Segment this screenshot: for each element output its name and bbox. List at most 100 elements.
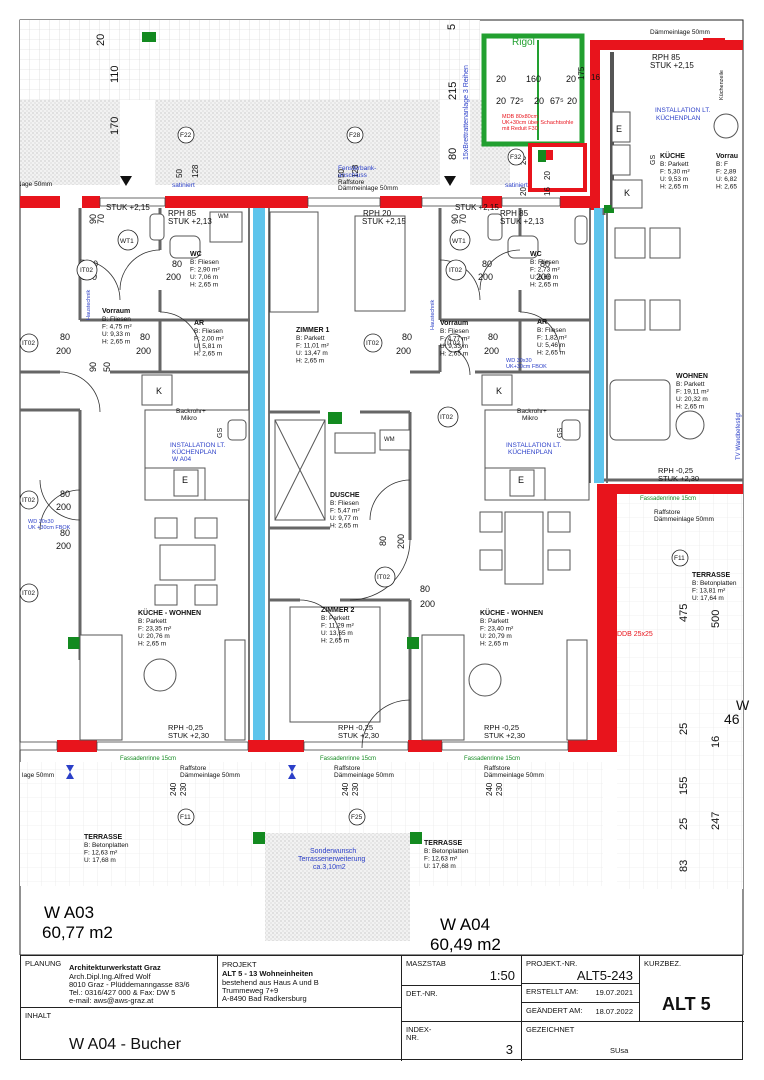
unit-a03-area: 60,77 m2 — [42, 923, 113, 942]
room-detail-ar_left: H: 2,65 m — [194, 351, 222, 358]
svg-text:200: 200 — [478, 272, 493, 282]
project-number: ALT5-243 — [576, 968, 633, 983]
svg-text:UK+30cm FBOK: UK+30cm FBOK — [506, 364, 547, 370]
svg-text:25: 25 — [678, 723, 690, 735]
room-detail-wc_right: H: 2,65 m — [530, 282, 558, 289]
office-name: Architekturwerkstatt Graz — [69, 963, 161, 972]
svg-text:IT02: IT02 — [366, 340, 379, 347]
svg-text:STUK +2,30: STUK +2,30 — [338, 731, 379, 740]
svg-text:200: 200 — [136, 346, 151, 356]
svg-text:RPH -0,25: RPH -0,25 — [658, 466, 693, 475]
svg-text:Dämmeinlage 50mm: Dämmeinlage 50mm — [654, 516, 714, 523]
room-detail-zimmer1: H: 2,65 m — [296, 358, 324, 365]
svg-text:E: E — [182, 475, 188, 485]
index-cell: INDEX- NR. 3 — [402, 1022, 522, 1061]
svg-text:230: 230 — [179, 782, 188, 796]
svg-text:175: 175 — [577, 66, 586, 80]
room-detail-zimmer1: F: 11,01 m² — [296, 343, 330, 350]
room-detail-dusche: B: Fliesen — [330, 500, 359, 507]
svg-text:25: 25 — [678, 818, 690, 830]
svg-text:200: 200 — [484, 346, 499, 356]
room-detail-vorraum_left: U: 9,33 m — [102, 331, 130, 338]
svg-text:GS: GS — [557, 428, 564, 438]
room-detail-ar_left: F: 2,00 m² — [194, 336, 224, 343]
svg-text:15xBrettrattenanlage 3 Reihen: 15xBrettrattenanlage 3 Reihen — [463, 65, 470, 160]
wall-shaft-vertical — [590, 40, 600, 210]
gezeichnet-cell: GEZEICHNET SUsa — [526, 1025, 629, 1055]
svg-text:INSTALLATION LT.: INSTALLATION LT. — [506, 442, 561, 449]
title-block: PLANUNG Architekturwerkstatt Graz Arch.D… — [20, 955, 744, 1061]
svg-text:70: 70 — [96, 214, 106, 224]
svg-text:UK+30cm über Schachtsohle: UK+30cm über Schachtsohle — [502, 120, 573, 126]
svg-text:IT02: IT02 — [22, 340, 35, 347]
level-labels: RPH -0,25 STUK +2,30 RPH -0,25 STUK +2,3… — [168, 466, 699, 740]
room-title-wohnen_far: WOHNEN — [676, 373, 708, 380]
index-number: 3 — [505, 1042, 513, 1057]
svg-text:80: 80 — [172, 259, 182, 269]
svg-text:K: K — [624, 188, 630, 198]
svg-text:IT02: IT02 — [22, 497, 35, 504]
room-detail-wc_right: B: Fliesen — [530, 259, 559, 266]
room-detail-terrasse_right: F: 13,81 m² — [692, 588, 726, 595]
svg-text:RPH -0,25: RPH -0,25 — [484, 723, 519, 732]
room-detail-kueche_wohnen_left: H: 2,65 m — [138, 641, 166, 648]
gravel-mid — [155, 100, 440, 185]
svg-text:80: 80 — [482, 259, 492, 269]
svg-text:20: 20 — [566, 74, 576, 84]
svg-text:170: 170 — [109, 117, 121, 135]
svg-text:500: 500 — [710, 610, 722, 628]
svg-text:230: 230 — [351, 782, 360, 796]
room-detail-vorraum_far: F: 2,89 — [716, 169, 737, 176]
svg-text:IT02: IT02 — [80, 267, 93, 274]
svg-text:Dämmeinlage 50mm: Dämmeinlage 50mm — [650, 29, 710, 36]
svg-text:K: K — [156, 386, 162, 396]
svg-text:anschluss: anschluss — [338, 172, 368, 179]
svg-text:80: 80 — [60, 332, 70, 342]
unit-a04-area: 60,49 m2 — [430, 935, 501, 954]
room-detail-kueche_wohnen_right: B: Parkett — [480, 618, 509, 625]
room-title-wc_left: WC — [190, 251, 202, 258]
room-detail-ar_right: U: 5,46 m — [537, 342, 565, 349]
svg-text:Mikro: Mikro — [181, 415, 197, 422]
room-detail-terrasse_mid: F: 12,63 m² — [424, 856, 458, 863]
room-detail-wc_left: H: 2,65 m — [190, 282, 218, 289]
room-detail-vorraum_left: F: 4,75 m² — [102, 324, 132, 331]
room-detail-wc_right: U: 6,66 m — [530, 274, 558, 281]
room-detail-vorraum_right: U: 9,33 m — [440, 343, 468, 350]
room-detail-ar_right: B: Fliesen — [537, 327, 566, 334]
room-title-ar_right: AR — [537, 319, 547, 326]
svg-text:W A04: W A04 — [172, 456, 192, 463]
room-title-dusche: DUSCHE — [330, 492, 360, 499]
room-title-terrasse_mid: TERRASSE — [424, 840, 462, 847]
svg-text:16: 16 — [543, 187, 552, 196]
svg-text:satiniert: satiniert — [505, 182, 528, 189]
svg-text:E: E — [518, 475, 524, 485]
room-detail-wohnen_far: B: Parkett — [676, 381, 705, 388]
svg-text:80: 80 — [420, 584, 430, 594]
svg-text:Backrohr+: Backrohr+ — [517, 408, 547, 415]
wall-east — [597, 484, 617, 752]
svg-text:INSTALLATION LT.: INSTALLATION LT. — [655, 107, 710, 114]
fixtures — [79, 111, 681, 741]
room-title-ar_left: AR — [194, 320, 204, 327]
erstellt-cell: ERSTELLT AM: 19.07.2021 — [522, 984, 640, 1003]
room-detail-dusche: F: 5,47 m² — [330, 508, 360, 515]
room-detail-wc_left: U: 7,06 m — [190, 274, 218, 281]
room-detail-vorraum_left: B: Fliesen — [102, 316, 131, 323]
svg-text:Dämmeinlage 50mm: Dämmeinlage 50mm — [334, 772, 394, 779]
room-detail-kueche_wohnen_right: U: 20,79 m — [480, 633, 512, 640]
svg-text:MDB 80x80cm: MDB 80x80cm — [502, 114, 538, 120]
svg-text:F28: F28 — [349, 132, 361, 139]
svg-text:16: 16 — [591, 73, 600, 82]
svg-text:128: 128 — [191, 164, 200, 178]
svg-text:F22: F22 — [180, 132, 192, 139]
room-title-kueche_wohnen_right: KÜCHE - WOHNEN — [480, 608, 543, 617]
room-detail-wc_right: F: 2,73 m² — [530, 267, 560, 274]
tag-circles — [19, 126, 689, 826]
room-detail-zimmer2: F: 11,29 m² — [321, 623, 355, 630]
svg-text:STUK +2,15: STUK +2,15 — [650, 61, 694, 70]
svg-text:F11: F11 — [180, 814, 191, 821]
svg-text:46: 46 — [724, 711, 740, 727]
svg-text:200: 200 — [396, 346, 411, 356]
